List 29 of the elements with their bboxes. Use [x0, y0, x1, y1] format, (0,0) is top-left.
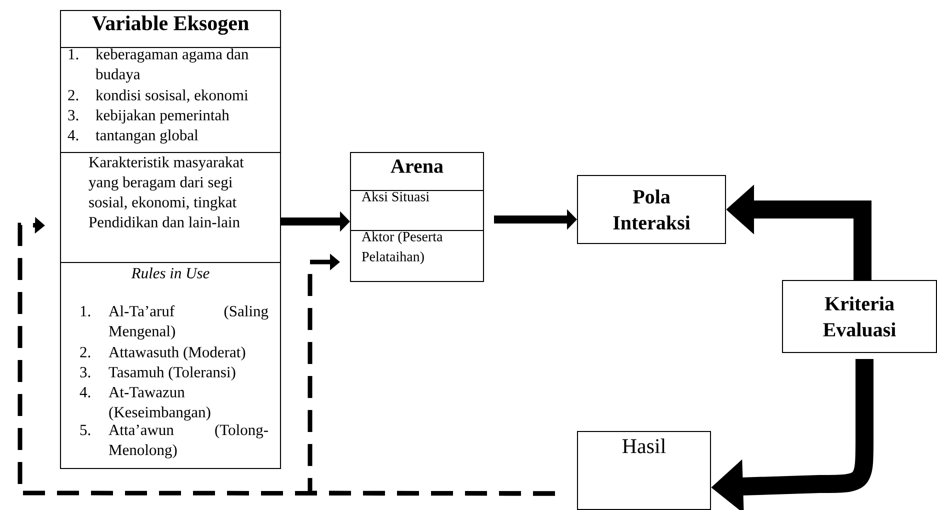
list-item: kebijakan pemerintah: [96, 110, 230, 124]
list-item: Al-Ta’aruf (Saling Mengenal): [108, 305, 268, 340]
list-number: 5.: [80, 424, 90, 436]
heading: Arena: [390, 160, 444, 173]
list-number: 3.: [80, 367, 90, 378]
text-section: Karakteristik masyarakat yang beragam dari segi sosial, ekonomi, tingkat Pendidikan dan lain-lain: [60, 152, 281, 263]
list-number: 1.: [80, 306, 90, 316]
list-item: At-Tawazun (Keseimbangan): [108, 387, 210, 421]
list-item: Atta’awun (Tolong-Menolong): [108, 424, 268, 458]
list-item: Tasamuh (Toleransi): [108, 366, 236, 381]
list-item: Attawasuth (Moderat): [108, 346, 246, 361]
heading: Rules in Use: [131, 268, 210, 278]
process-box: Kriteria Evaluasi: [782, 280, 937, 353]
list-number: 4.: [68, 130, 78, 140]
list-number: 3.: [68, 110, 78, 120]
process-box: Pola Interaksi: [577, 175, 726, 244]
list-item: tantangan global: [96, 130, 198, 144]
list-number: 2.: [68, 90, 78, 100]
list-item: kondisi sosisal, ekonomi: [96, 90, 248, 103]
list-number: 1.: [68, 49, 78, 60]
list-section: [60, 47, 281, 153]
list-number: 4.: [80, 387, 90, 398]
list-number: 2.: [80, 347, 90, 358]
dashed-arrow: [308, 254, 555, 496]
rules-section: [60, 262, 281, 469]
heading: Variable Eksogen: [92, 16, 249, 35]
row-box: Aksi Situasi: [350, 190, 484, 231]
process-box: Hasil: [577, 431, 711, 510]
row-box: Aktor (Peserta Pelataihan): [350, 230, 484, 282]
